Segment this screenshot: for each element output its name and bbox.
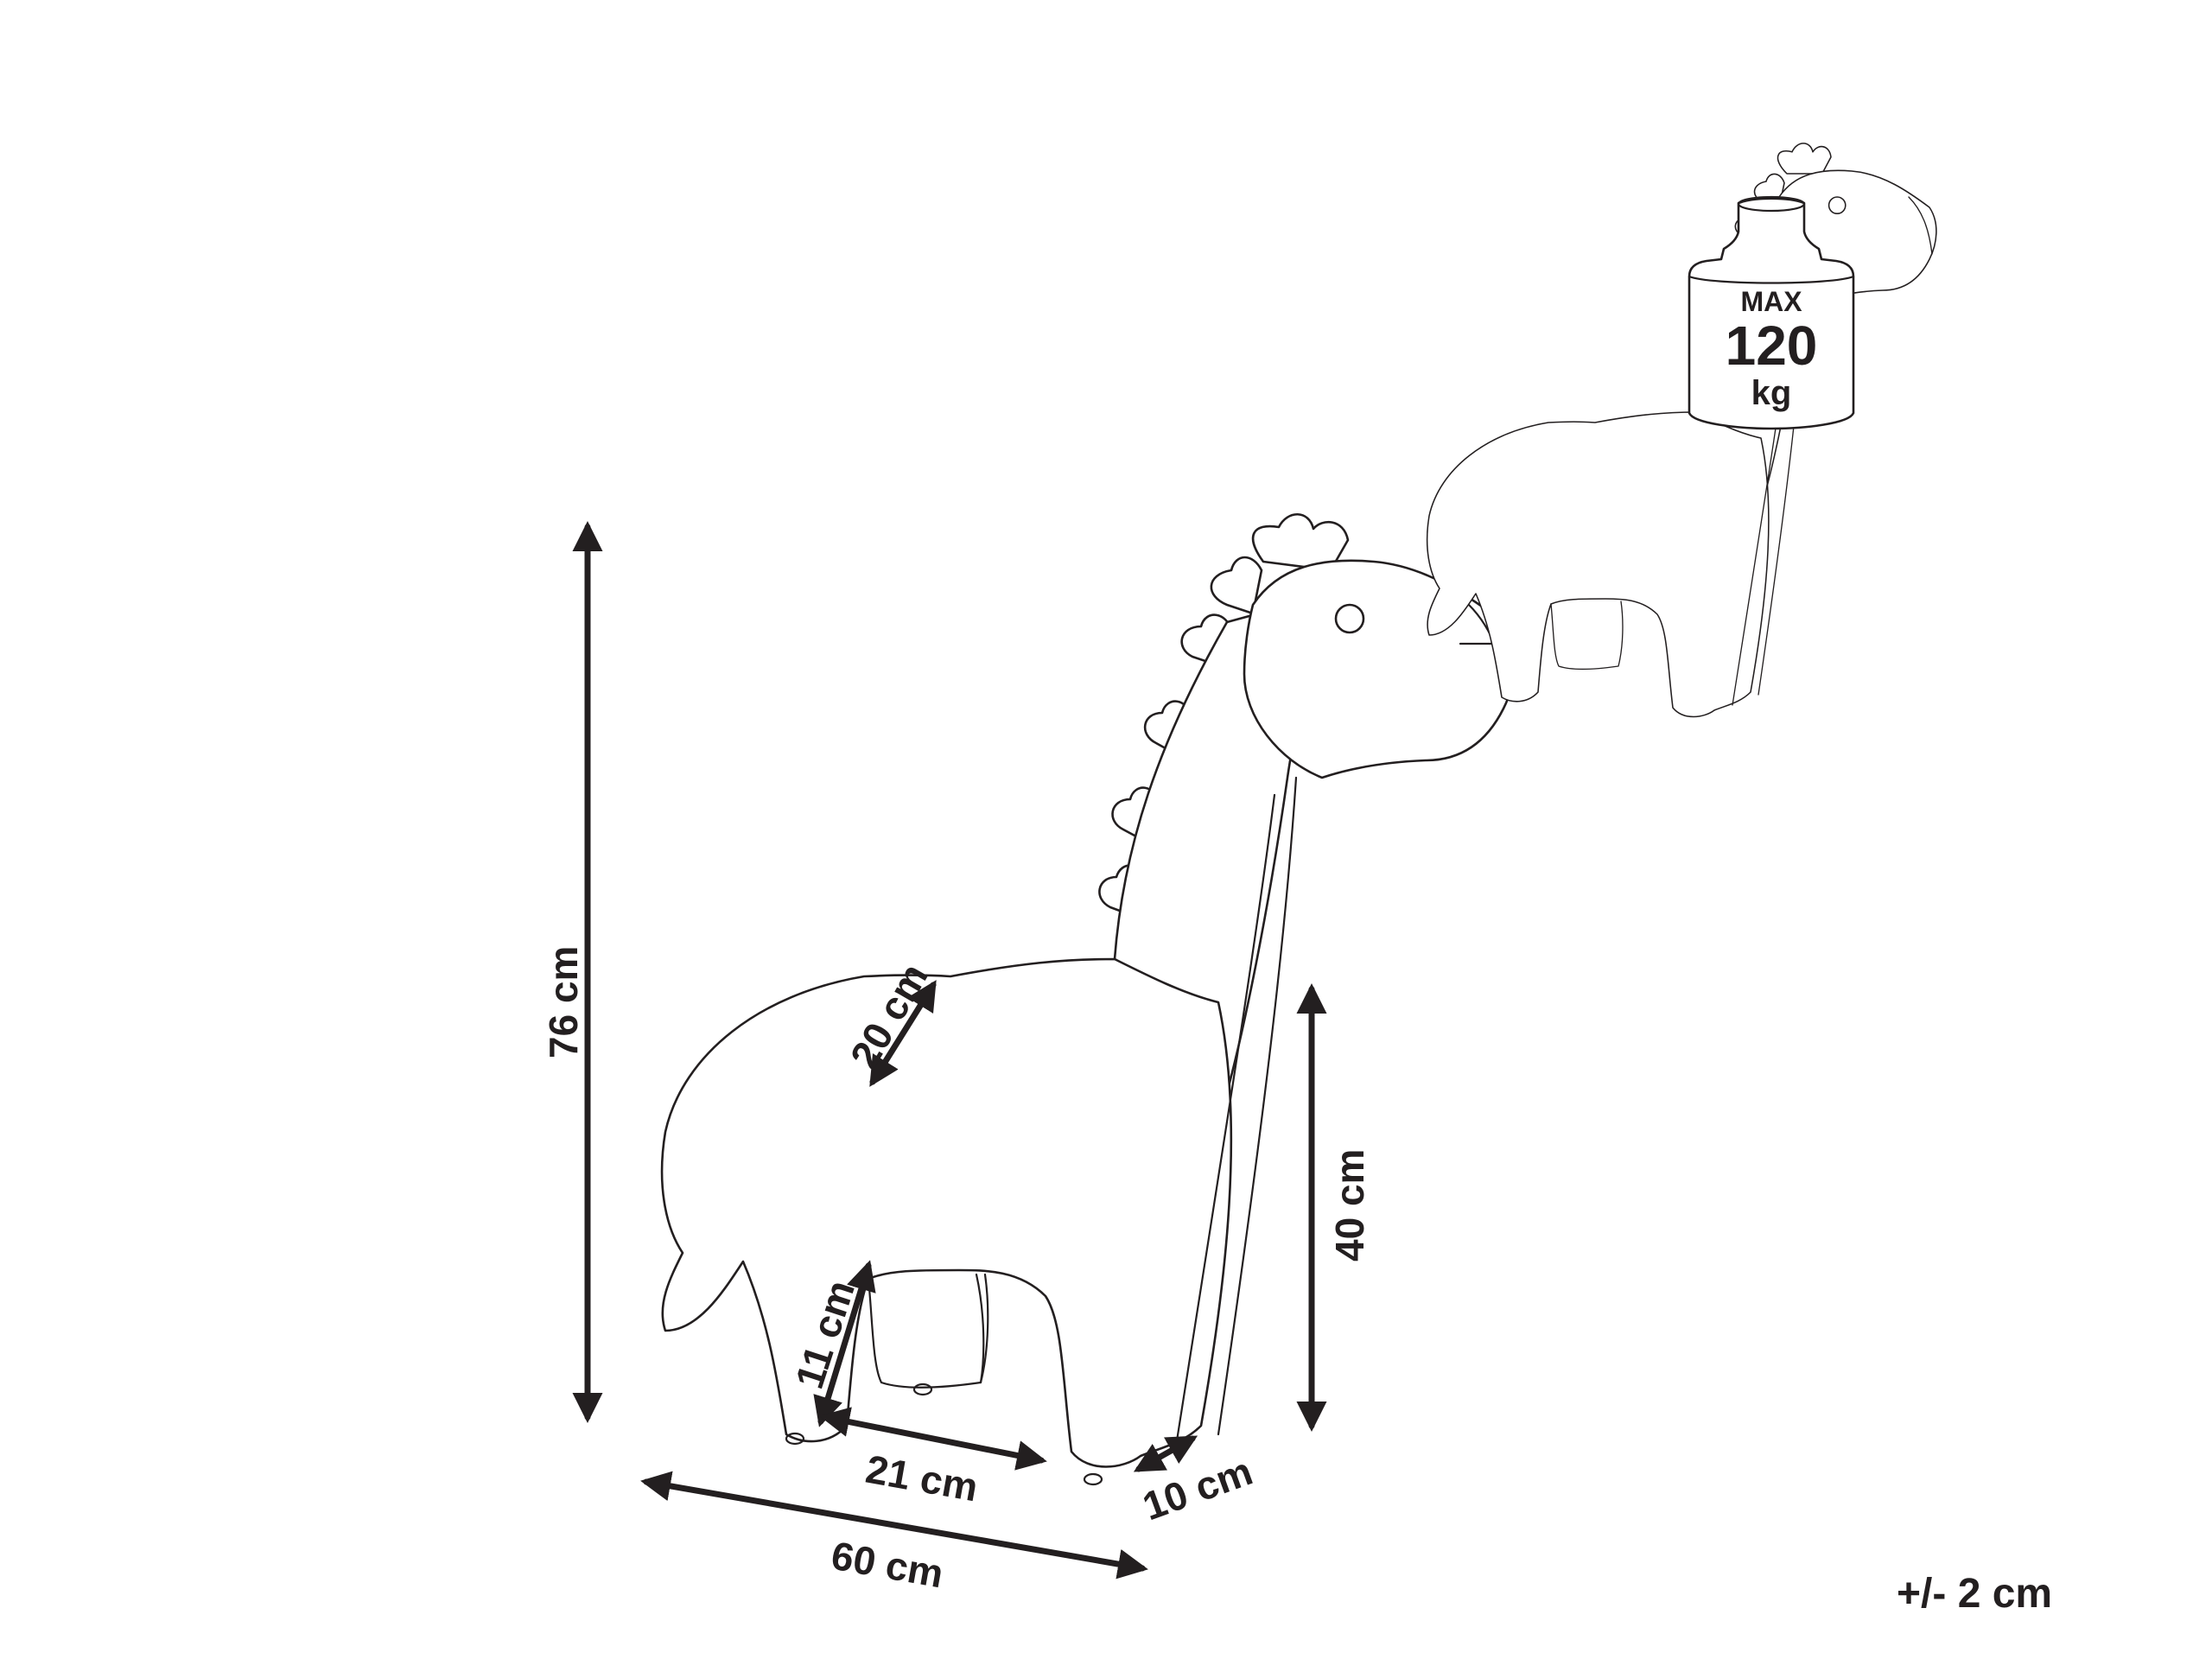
weight-icon [1688,197,1855,430]
label-seat-height: 40 cm [1327,1149,1372,1262]
weight-value: 120 [1726,315,1818,377]
body [660,957,1233,1468]
length-total-arrow [640,1471,1148,1580]
main-dinosaur-drawing [660,513,1516,1486]
label-length-total: 60 cm [828,1533,946,1597]
tolerance-note: +/- 2 cm [1897,1571,2052,1617]
leg-clearance-arrow [813,1260,876,1427]
label-leg-gap: 21 cm [862,1446,981,1510]
weight-unit: kg [1751,374,1792,412]
weight-max-label: MAX [1740,286,1802,317]
eye [1334,603,1365,634]
leg-depth-arrow [1133,1435,1198,1472]
weight-capacity-badge: MAX 120 kg [1688,195,1855,430]
label-height-total: 76 cm [541,946,586,1058]
leg-gap-arrow [819,1407,1047,1471]
dimension-lines [572,521,1327,1580]
leg-hollow [867,1273,989,1389]
small-dinosaur-drawing [1426,143,1937,718]
seat-width-arrow [869,980,937,1087]
